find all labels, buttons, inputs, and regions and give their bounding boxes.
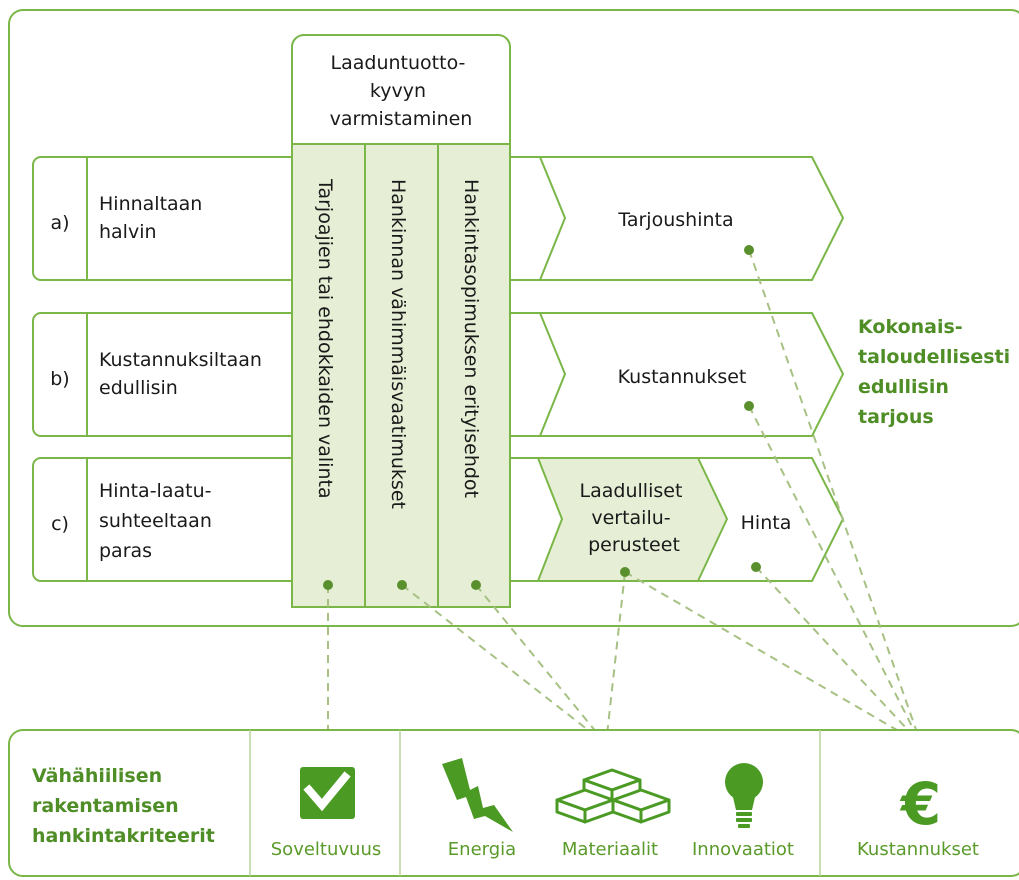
result-line-2: taloudellisesti bbox=[858, 346, 1010, 368]
criterion-soveltuvuus: Soveltuvuus bbox=[271, 767, 381, 860]
connector-col3-materiaalit bbox=[475, 584, 607, 745]
header-line-2: kyvyn bbox=[370, 80, 426, 102]
row-a-label: Hinnaltaan halvin bbox=[99, 193, 208, 243]
row-a-box bbox=[32, 156, 300, 281]
row-b-outcome: Kustannukset bbox=[618, 366, 747, 388]
column-3-label: Hankintasopimuksen erityisehdot bbox=[460, 179, 482, 498]
row-c-quality-box bbox=[537, 457, 728, 582]
connector-col2-materiaalit bbox=[401, 584, 607, 745]
result-line-4: tarjous bbox=[858, 406, 934, 428]
row-b-box bbox=[32, 312, 300, 437]
row-b-letter: b) bbox=[50, 368, 69, 390]
lightning-icon bbox=[442, 758, 513, 832]
column-1-label: Tarjoajien tai ehdokkaiden valinta bbox=[314, 178, 336, 499]
connectors bbox=[327, 249, 922, 745]
column-1: Tarjoajien tai ehdokkaiden valinta bbox=[291, 143, 366, 608]
header-line-1: Laaduntuotto- bbox=[331, 52, 466, 74]
row-c-label-line-1: Hinta-laatu- bbox=[99, 480, 211, 502]
result-line-1: Kokonais- bbox=[858, 316, 963, 338]
criterion-kustannukset-label: Kustannukset bbox=[857, 839, 979, 860]
criteria-title-line-3: hankintakriteerit bbox=[32, 825, 215, 847]
dot-column-3 bbox=[471, 580, 481, 590]
criteria-panel: Vähähiilisen rakentamisen hankintakritee… bbox=[8, 729, 1019, 877]
criterion-soveltuvuus-label: Soveltuvuus bbox=[271, 839, 381, 860]
row-b-label-line-1: Kustannuksiltaan bbox=[99, 349, 262, 371]
lightbulb-icon bbox=[725, 763, 763, 828]
row-c-label-line-2: suhteeltaan bbox=[99, 510, 212, 532]
criteria-title: Vähähiilisen rakentamisen hankintakritee… bbox=[32, 765, 215, 847]
outer-frame bbox=[8, 9, 1019, 627]
row-c-quality-label: Laadulliset vertailu- perusteet bbox=[580, 480, 689, 556]
header-line-3: varmistaminen bbox=[330, 108, 473, 130]
criterion-materiaalit: Materiaalit bbox=[555, 768, 671, 860]
dot-quality bbox=[620, 567, 630, 577]
result-line-3: edullisin bbox=[858, 376, 949, 398]
criteria-title-line-2: rakentamisen bbox=[32, 795, 179, 817]
criteria-title-line-1: Vähähiilisen bbox=[32, 765, 162, 787]
row-c-label: Hinta-laatu- suhteeltaan paras bbox=[99, 480, 218, 562]
connector-quality-materiaalit bbox=[605, 571, 626, 745]
row-c-quality-line-2: vertailu- bbox=[591, 507, 670, 529]
row-c-outcome: Hinta bbox=[741, 512, 792, 534]
dot-column-1 bbox=[323, 580, 333, 590]
row-a-label-line-1: Hinnaltaan bbox=[99, 193, 202, 215]
dot-column-2 bbox=[397, 580, 407, 590]
bricks-icon bbox=[555, 768, 671, 824]
dot-hinta bbox=[751, 562, 761, 572]
column-2-label: Hankinnan vähimmäisvaatimukset bbox=[387, 179, 409, 509]
dot-tarjoushinta bbox=[744, 245, 754, 255]
column-2: Hankinnan vähimmäisvaatimukset bbox=[364, 143, 439, 608]
criterion-innovaatiot: Innovaatiot bbox=[692, 763, 794, 860]
row-a-label-line-2: halvin bbox=[99, 221, 157, 243]
row-a-letter: a) bbox=[50, 212, 69, 234]
row-c-quality-line-1: Laadulliset bbox=[580, 480, 683, 502]
row-b-label-line-2: edullisin bbox=[99, 377, 178, 399]
row-c-letter: c) bbox=[51, 513, 69, 535]
row-a-arrow-notch bbox=[539, 156, 567, 281]
connector-dots bbox=[323, 245, 761, 590]
row-b-label: Kustannuksiltaan edullisin bbox=[99, 349, 268, 399]
criterion-materiaalit-label: Materiaalit bbox=[562, 839, 658, 860]
row-c-label-line-3: paras bbox=[99, 540, 152, 562]
row-a-outcome: Tarjoushinta bbox=[617, 209, 733, 231]
row-b: b) Kustannuksiltaan edullisin Kustannuks… bbox=[32, 312, 844, 437]
column-3-bar bbox=[437, 143, 511, 608]
connector-tarjoushinta-kustannukset bbox=[748, 249, 922, 745]
connector-kustannukset-kustannukset bbox=[748, 405, 922, 745]
euro-icon: € bbox=[899, 770, 941, 838]
checkbox-icon bbox=[300, 767, 355, 819]
criterion-innovaatiot-label: Innovaatiot bbox=[692, 839, 794, 860]
criteria-frame bbox=[8, 729, 1019, 877]
criterion-kustannukset: € Kustannukset bbox=[857, 770, 979, 860]
result-label: Kokonais- taloudellisesti edullisin tarj… bbox=[858, 316, 1017, 428]
connector-hinta-kustannukset bbox=[755, 566, 922, 745]
column-1-bar bbox=[291, 143, 366, 608]
row-c: c) Hinta-laatu- suhteeltaan paras Laadul… bbox=[32, 457, 844, 582]
dot-kustannukset bbox=[744, 401, 754, 411]
column-3: Hankintasopimuksen erityisehdot bbox=[437, 143, 511, 608]
row-a: a) Hinnaltaan halvin Tarjoushinta bbox=[32, 156, 844, 281]
row-b-arrow-notch bbox=[539, 312, 567, 437]
criterion-energia-label: Energia bbox=[448, 839, 516, 860]
connector-quality-kustannukset bbox=[624, 571, 922, 745]
criterion-energia: Energia bbox=[442, 758, 516, 860]
header-box-label: Laaduntuotto- kyvyn varmistaminen bbox=[330, 52, 473, 130]
row-c-quality-line-3: perusteet bbox=[588, 534, 680, 556]
